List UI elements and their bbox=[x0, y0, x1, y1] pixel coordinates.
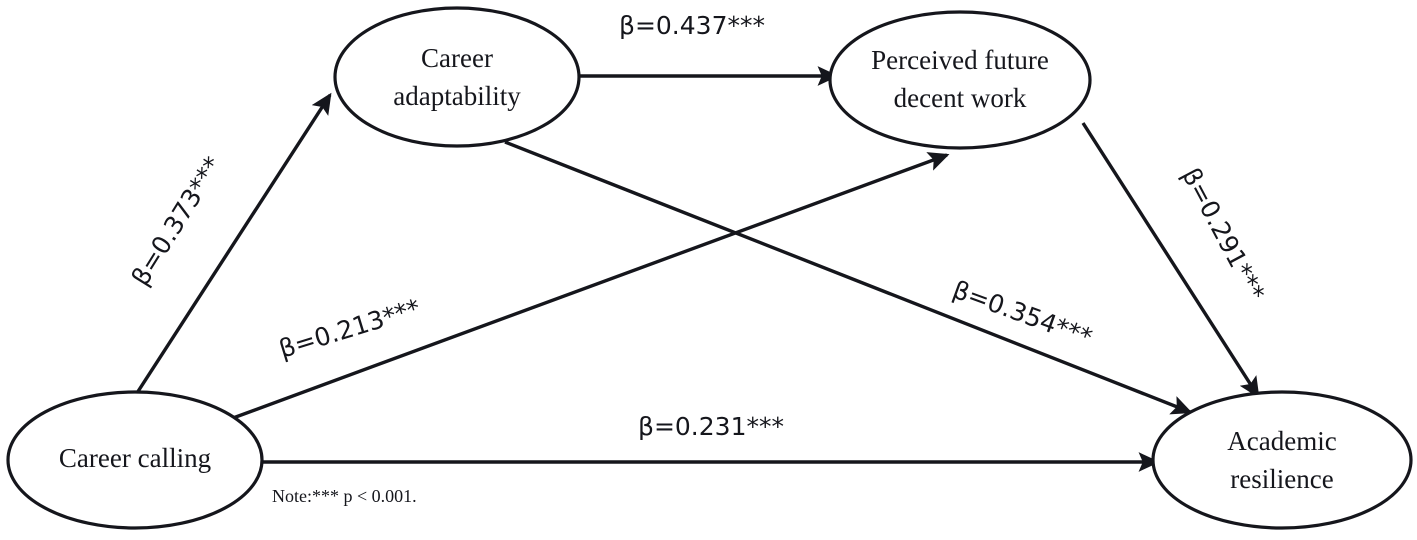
path-line-adaptability-to-resilience bbox=[504, 140, 1193, 415]
significance-note: Note:*** p < 0.001. bbox=[272, 486, 417, 506]
coefficient-label-calling-to-adaptability: β=0.373*** bbox=[126, 152, 228, 291]
node-career-calling[interactable]: Career calling bbox=[6, 390, 264, 530]
path-line-decent-work-to-resilience bbox=[1081, 122, 1260, 399]
node-label-academic-resilience-line2: resilience bbox=[1230, 464, 1333, 494]
node-perceived-future-decent-work[interactable]: Perceived future decent work bbox=[828, 10, 1092, 150]
node-ellipse-academic-resilience bbox=[1151, 390, 1413, 530]
node-ellipse-perceived-future-decent-work bbox=[828, 10, 1092, 150]
path-line-calling-to-adaptability bbox=[135, 92, 332, 394]
node-label-career-adaptability-line2: adaptability bbox=[393, 81, 521, 111]
coefficient-label-decent-work-to-resilience: β=0.291*** bbox=[1176, 163, 1270, 306]
coefficient-label-calling-to-decent-work: β=0.213*** bbox=[276, 293, 424, 363]
node-ellipse-career-adaptability bbox=[333, 6, 581, 148]
path-line-calling-to-decent-work bbox=[232, 152, 950, 420]
node-ellipse-career-calling bbox=[6, 390, 264, 530]
node-career-adaptability[interactable]: Career adaptability bbox=[333, 6, 581, 148]
coefficient-label-adaptability-to-decent-work: β=0.437*** bbox=[619, 11, 765, 40]
node-label-perceived-future-decent-work-line2: decent work bbox=[894, 83, 1027, 113]
node-label-career-calling-line1: Career calling bbox=[59, 443, 211, 473]
coefficient-label-calling-to-resilience: β=0.231*** bbox=[638, 412, 784, 441]
coefficient-label-adaptability-to-resilience: β=0.354*** bbox=[949, 275, 1096, 352]
node-label-academic-resilience-line1: Academic bbox=[1227, 426, 1336, 456]
node-label-perceived-future-decent-work-line1: Perceived future bbox=[871, 45, 1049, 75]
node-academic-resilience[interactable]: Academic resilience bbox=[1151, 390, 1413, 530]
node-label-career-adaptability-line1: Career bbox=[421, 43, 493, 73]
